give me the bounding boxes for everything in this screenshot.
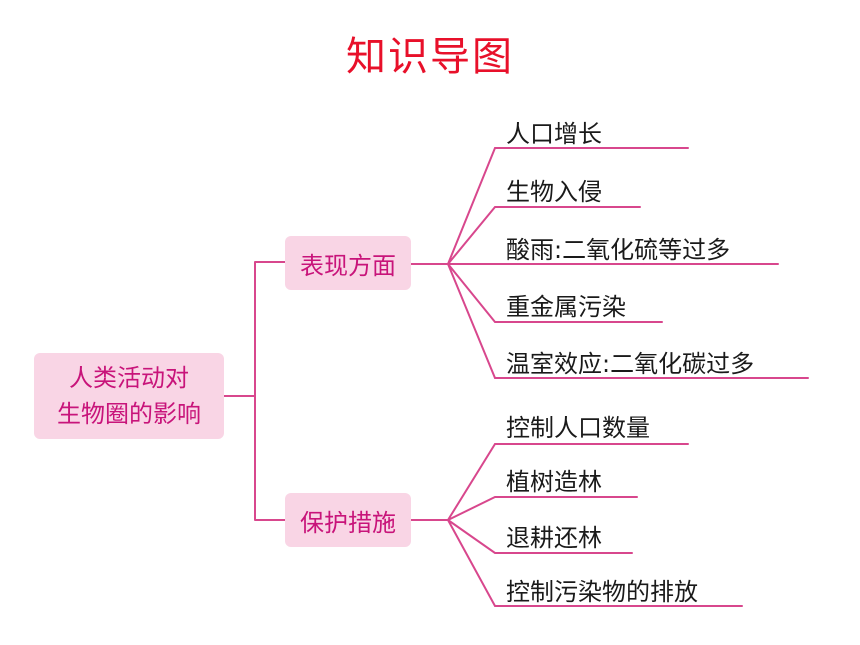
diagram-title: 知识导图 [346,34,514,80]
leaf-node: 退耕还林 [506,524,602,552]
leaf-node: 植树造林 [506,468,602,496]
root-line-2: 生物圈的影响 [57,400,201,428]
leaf-node: 控制人口数量 [506,414,650,442]
branch2-connector [410,443,743,607]
branch-node-protection: 保护措施 [285,493,411,547]
leaf-node: 酸雨:二氧化硫等过多 [506,236,731,264]
branch-node-manifestation: 表现方面 [285,236,411,290]
leaf-node: 生物入侵 [506,178,602,206]
leaf-node: 温室效应:二氧化碳过多 [506,350,755,378]
leaf-node: 控制污染物的排放 [506,578,698,606]
root-node: 人类活动对 生物圈的影响 [34,353,224,439]
root-connector [223,261,286,521]
branch1-connector [410,147,809,379]
leaf-node: 重金属污染 [506,293,626,321]
root-line-1: 人类活动对 [69,364,189,392]
leaf-node: 人口增长 [506,120,602,148]
